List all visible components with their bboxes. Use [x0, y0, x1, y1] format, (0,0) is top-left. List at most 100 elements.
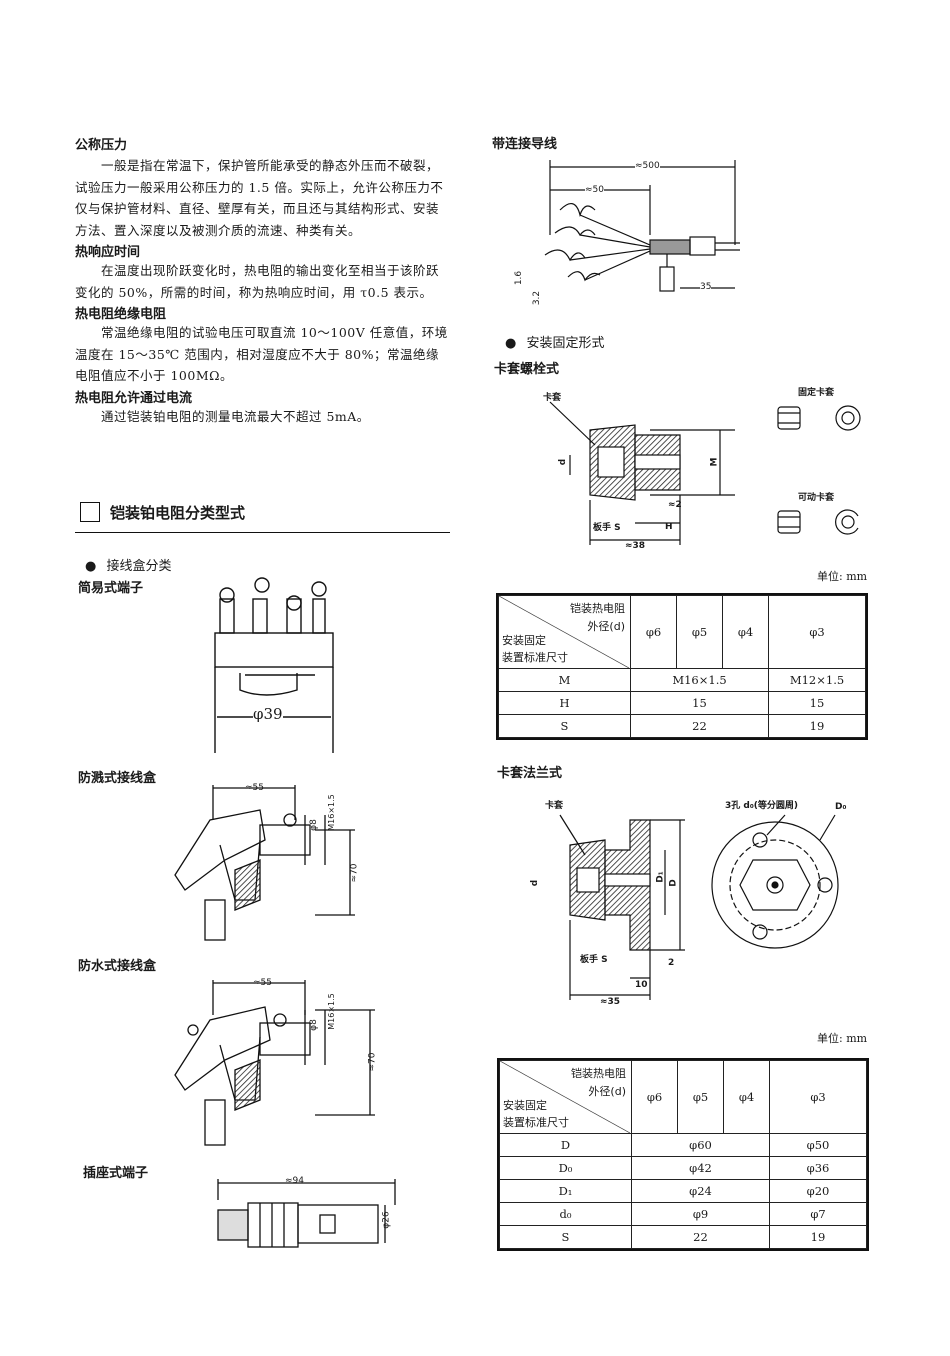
- water-box-drawing: ≈55 φ8 M16×1.5 ≈70: [165, 975, 380, 1150]
- row-key: M: [498, 668, 631, 692]
- dim-label: 3.2: [532, 290, 543, 306]
- section-body: 常温绝缘电阻的试验电压可取直流 10～100V 任意值，环境温度在 15～35℃…: [75, 325, 448, 383]
- header-text: 外径(d): [588, 1085, 626, 1098]
- ferrule-label: 卡套: [543, 393, 562, 403]
- cell: φ42: [631, 1156, 770, 1180]
- lead-wire-drawing: ≈500 ≈50 35 1.6 3.2: [500, 155, 740, 305]
- dim-label: D₀: [835, 802, 847, 812]
- bullet-mount: ● 安装固定形式: [505, 336, 605, 351]
- section-title: 热电阻允许通过电流: [75, 390, 193, 406]
- row-key: S: [498, 714, 631, 738]
- dim-label: ≈55: [245, 783, 264, 793]
- cell: 15: [630, 691, 769, 715]
- cell: φ7: [769, 1202, 867, 1226]
- dim-label: H: [665, 522, 673, 532]
- dim-label: M16×1.5: [326, 794, 336, 831]
- cell: φ24: [631, 1179, 770, 1203]
- cell: 22: [630, 714, 769, 738]
- header-text: 安装固定: [502, 634, 546, 647]
- header-text: 外径(d): [587, 620, 625, 633]
- ferrule-flange-drawing: 卡套 3孔 d₀(等分圆周) D₀ d D₁ D 板手 S 2 10 ≈35: [530, 790, 880, 1015]
- dim-label: 2: [668, 958, 675, 968]
- column-header: φ4: [723, 1060, 770, 1134]
- section-title: 热电阻绝缘电阻: [75, 307, 167, 322]
- dim-label: ≈55: [253, 978, 272, 988]
- cell: 22: [631, 1225, 770, 1249]
- unit-label: 单位: mm: [817, 570, 868, 583]
- divider: [75, 532, 450, 533]
- column-header: φ3: [769, 1060, 867, 1134]
- header-text: 铠装热电阻: [571, 1067, 626, 1080]
- header-text: 安装固定: [503, 1099, 547, 1112]
- water-box-title: 防水式接线盒: [78, 959, 157, 974]
- cell: M16×1.5: [630, 668, 769, 692]
- chapter-box-icon: [80, 502, 100, 522]
- dim-label: 1.6: [514, 270, 525, 286]
- cell: 19: [769, 1225, 867, 1249]
- fixed-ferrule-label: 固定卡套: [798, 388, 835, 398]
- header-text: 装置标准尺寸: [503, 1116, 569, 1129]
- bullet-junction: ● 接线盒分类: [85, 559, 172, 574]
- section-body: 在温度出现阶跃变化时，热电阻的输出变化至相当于该阶跃变化的 50%，所需的时间，…: [75, 263, 440, 300]
- dim-label: φ8: [308, 819, 319, 831]
- unit-label: 单位: mm: [817, 1032, 868, 1045]
- simple-terminal-title: 简易式端子: [78, 581, 144, 596]
- column-header: φ3: [768, 595, 866, 669]
- row-key: D₀: [499, 1156, 632, 1180]
- simple-terminal-drawing: φ39: [205, 575, 340, 755]
- row-key: d₀: [499, 1202, 632, 1226]
- section-body: 一般是指在常温下，保护管所能承受的静态外压而不破裂，试验压力一般采用公称压力的 …: [75, 158, 444, 238]
- ferrule-bolt-title: 卡套螺栓式: [494, 362, 560, 377]
- header-text: 铠装热电阻: [570, 602, 625, 615]
- ferrule-bolt-drawing: 卡套 d M ≈2 板手 S H ≈38 固定卡套 可动卡套: [540, 385, 870, 560]
- dim-label: ≈94: [285, 1176, 304, 1186]
- column-header: φ5: [676, 595, 723, 669]
- dim-label: D: [668, 879, 679, 887]
- dim-label: D₁: [655, 871, 666, 883]
- section-title: 热响应时间: [75, 245, 141, 260]
- row-key: D: [499, 1133, 632, 1157]
- header-text: 装置标准尺寸: [502, 651, 568, 664]
- dim-label: M16×1.5: [326, 993, 336, 1030]
- wrench-label: 板手 S: [593, 523, 621, 533]
- chapter-title: 铠装铂电阻分类型式: [110, 504, 246, 522]
- dim-label: φ26: [381, 1211, 392, 1229]
- row-key: D₁: [499, 1179, 632, 1203]
- splash-box-title: 防溅式接线盒: [78, 771, 157, 786]
- ferrule-label: 卡套: [545, 801, 564, 811]
- dim-label: φ8: [308, 1019, 319, 1031]
- dim-label: ≈70: [349, 863, 360, 883]
- dim-label: ≈38: [625, 541, 646, 551]
- section-body: 通过铠装铂电阻的测量电流最大不超过 5mA。: [101, 408, 370, 424]
- wrench-label: 板手 S: [580, 955, 608, 965]
- column-header: φ6: [631, 1060, 678, 1134]
- table-header-row: 铠装热电阻外径(d) 安装固定装置标准尺寸 φ6 φ5 φ4 φ3: [499, 1060, 867, 1134]
- section-title: 公称压力: [75, 138, 128, 153]
- dim-label: φ39: [253, 705, 283, 723]
- column-header: φ6: [630, 595, 677, 669]
- dim-label: d: [558, 458, 569, 466]
- dim-label: ≈500: [635, 161, 660, 171]
- dim-label: ≈50: [585, 185, 604, 195]
- cell: φ9: [631, 1202, 770, 1226]
- left-text-column: 公称压力 一般是指在常温下，保护管所能承受的静态外压而不破裂，试验压力一般采用公…: [75, 134, 450, 427]
- cell: φ50: [769, 1133, 867, 1157]
- dim-label: 35: [700, 282, 712, 292]
- dim-label: ≈35: [600, 997, 621, 1007]
- column-header: φ5: [677, 1060, 724, 1134]
- movable-ferrule-label: 可动卡套: [798, 493, 835, 503]
- row-key: H: [498, 691, 631, 715]
- dim-label: M: [709, 457, 720, 467]
- dim-label: d: [530, 879, 541, 887]
- table-header-row: 铠装热电阻外径(d)安装固定装置标准尺寸 φ6 φ5 φ4 φ3: [498, 595, 866, 669]
- cell: 15: [768, 691, 866, 715]
- cell: φ20: [769, 1179, 867, 1203]
